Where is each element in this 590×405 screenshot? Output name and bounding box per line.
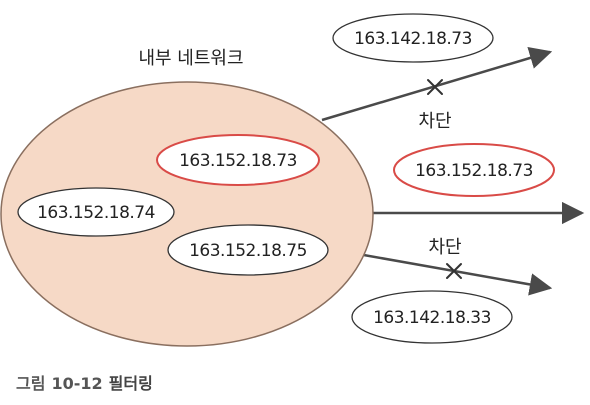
block-label-bottom: 차단 [428,237,461,258]
host-highlighted-oval [156,134,320,186]
packet-bottom-oval [351,290,513,344]
host-bottom-ip: 163.152.18.75 [189,241,307,261]
figure-caption-prefix: 그림 [16,374,46,393]
block-x-icon-bottom [446,263,462,279]
figure-caption-title: 필터링 [108,374,153,393]
host-left-oval [17,187,175,237]
packet-middle-oval [393,143,555,197]
block-label-top: 차단 [418,111,451,132]
figure-caption-number: 10-12 [51,374,103,393]
host-bottom-oval [167,224,329,276]
block-x-icon-top [427,79,443,95]
packet-top-ip: 163.142.18.73 [354,29,472,49]
packet-bottom-ip: 163.142.18.33 [373,308,491,328]
packet-middle-ip: 163.152.18.73 [415,161,533,181]
host-highlighted-ip: 163.152.18.73 [179,151,297,171]
packet-top-oval [332,13,494,63]
figure-caption: 그림 10-12 필터링 [16,370,153,394]
host-left-ip: 163.152.18.74 [37,203,155,223]
filtering-diagram: 내부 네트워크 163.152.18.73 163.152.18.74 163.… [0,13,585,347]
internal-network-label: 내부 네트워크 [138,48,243,69]
